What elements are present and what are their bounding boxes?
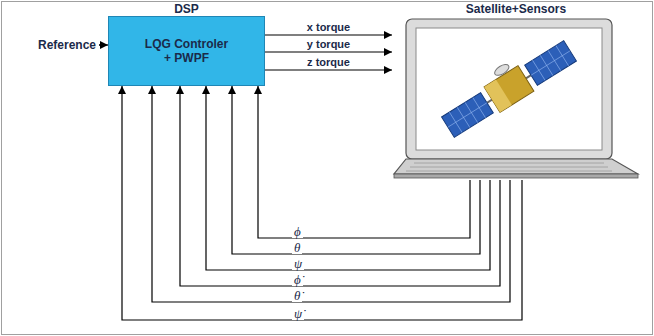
panel-cell xyxy=(531,51,570,75)
feedback-arrow xyxy=(122,86,522,320)
dsp-block: DSP LQG Controler + PWPF xyxy=(108,2,265,86)
block-box: LQG Controler + PWPF xyxy=(108,16,265,86)
feedback-arrow xyxy=(180,86,500,286)
screen xyxy=(416,28,602,150)
torque-arrow xyxy=(265,34,392,35)
node-heading: DSP xyxy=(108,2,265,16)
block-text: LQG Controler + PWPF xyxy=(144,37,230,65)
key-row xyxy=(410,167,608,168)
keyboard-base xyxy=(394,159,638,174)
signal-label: θ xyxy=(292,241,302,254)
signal-label: ψ xyxy=(292,257,304,270)
satellite-laptop: Satellite+Sensors xyxy=(392,2,640,180)
laptop-illustration xyxy=(392,16,640,180)
signal-label: θ̇ xyxy=(292,289,302,302)
torque-arrow xyxy=(265,51,392,52)
signal-label: ψ̇ xyxy=(292,307,304,320)
solar-panel xyxy=(442,93,494,138)
torque-label: z torque xyxy=(305,56,352,69)
torque-label: x torque xyxy=(305,21,352,34)
satellite-body xyxy=(484,66,534,113)
torque-arrow xyxy=(265,69,392,70)
feedback-arrow xyxy=(152,86,510,302)
solar-panel xyxy=(525,41,577,86)
laptop-frame xyxy=(392,16,640,180)
input-label: Reference xyxy=(14,38,96,52)
key-row xyxy=(414,163,604,164)
torque-label: y torque xyxy=(305,38,352,51)
antenna-dish xyxy=(493,62,511,77)
satellite-body-face xyxy=(484,79,512,112)
panel-strut xyxy=(526,75,531,78)
base-edge xyxy=(394,174,638,178)
panel-strut xyxy=(487,100,492,103)
signal-label: ϕ̇ xyxy=(292,273,303,286)
panel-cell xyxy=(448,103,487,127)
signal-label: ϕ xyxy=(292,225,303,238)
key-row xyxy=(406,171,612,172)
screen-bezel xyxy=(406,19,612,159)
reference-arrow xyxy=(99,44,108,45)
node-heading: Satellite+Sensors xyxy=(392,2,640,16)
satellite-picture xyxy=(435,30,578,139)
